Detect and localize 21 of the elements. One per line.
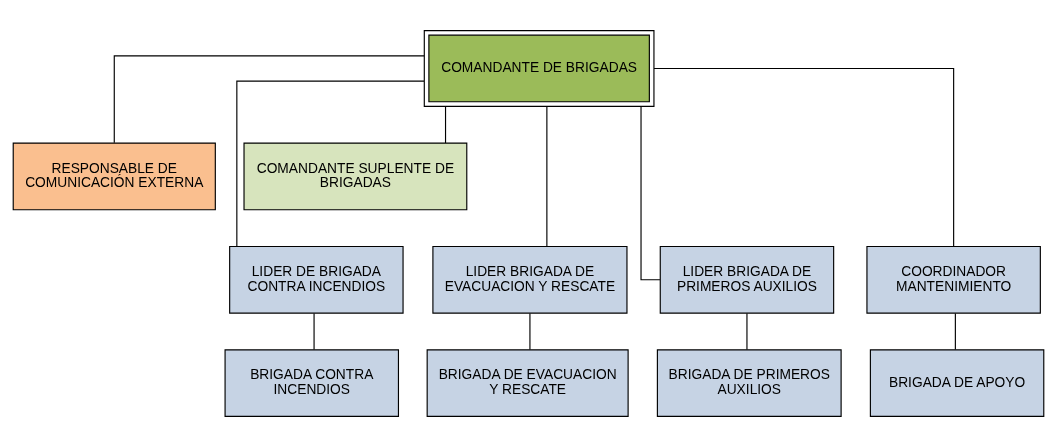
node-box: COMANDANTE SUPLENTE DE BRIGADAS: [243, 142, 468, 210]
node-box: BRIGADA CONTRA INCENDIOS: [224, 348, 400, 417]
node-box: LIDER BRIGADA DE PRIMEROS AUXILIOS: [659, 245, 835, 314]
node-box: RESPONSABLE DE COMUNICACIÓN EXTERNA: [12, 142, 216, 210]
node-box: COMANDANTE DE BRIGADAS: [423, 29, 655, 107]
connector: [640, 105, 661, 280]
connector: [746, 312, 748, 350]
node-box: BRIGADA DE APOYO: [869, 348, 1045, 417]
connector: [653, 67, 955, 247]
node-box: COORDINADOR MANTENIMIENTO: [866, 245, 1041, 314]
connector: [113, 54, 425, 143]
node-box: BRIGADA DE EVACUACION Y RESCATE: [426, 348, 629, 417]
connector: [529, 312, 531, 350]
node-box: LIDER BRIGADA DE EVACUACION Y RESCATE: [432, 245, 628, 314]
connector: [313, 312, 315, 350]
node-box: LIDER DE BRIGADA CONTRA INCENDIOS: [229, 245, 404, 314]
connector: [236, 80, 425, 247]
connector: [444, 105, 447, 144]
node-box: BRIGADA DE PRIMEROS AUXILIOS: [656, 348, 842, 417]
connector: [546, 105, 548, 247]
connector: [954, 312, 956, 350]
